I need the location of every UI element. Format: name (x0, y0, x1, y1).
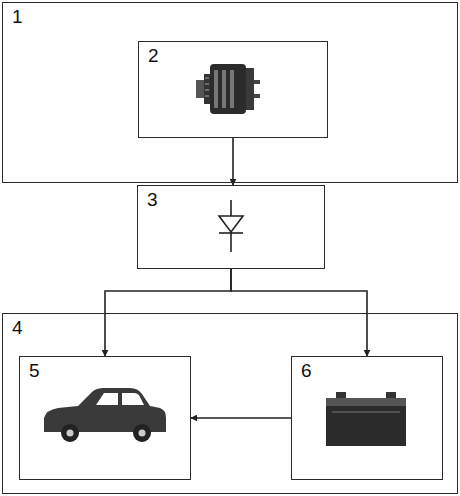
callout-number: 6 (299, 360, 314, 382)
diode-symbol (219, 200, 243, 252)
vehicle-box: 5 (19, 356, 191, 480)
flow-arrow (232, 138, 234, 185)
callout-number: 4 (10, 317, 25, 339)
consumer-box: 45 6 (2, 313, 458, 494)
generator-box: 2 (138, 41, 328, 138)
rectifier-box: 3 (137, 185, 325, 269)
flow-arrow (191, 417, 291, 419)
alternator-icon (196, 64, 260, 114)
battery-box: 6 (291, 356, 443, 480)
callout-number: 2 (146, 45, 161, 67)
callout-number: 5 (27, 360, 42, 382)
battery-icon (326, 392, 406, 446)
car-icon (44, 388, 166, 442)
callout-number: 1 (10, 6, 25, 28)
callout-number: 3 (145, 189, 160, 211)
system-box: 12 (2, 2, 458, 183)
